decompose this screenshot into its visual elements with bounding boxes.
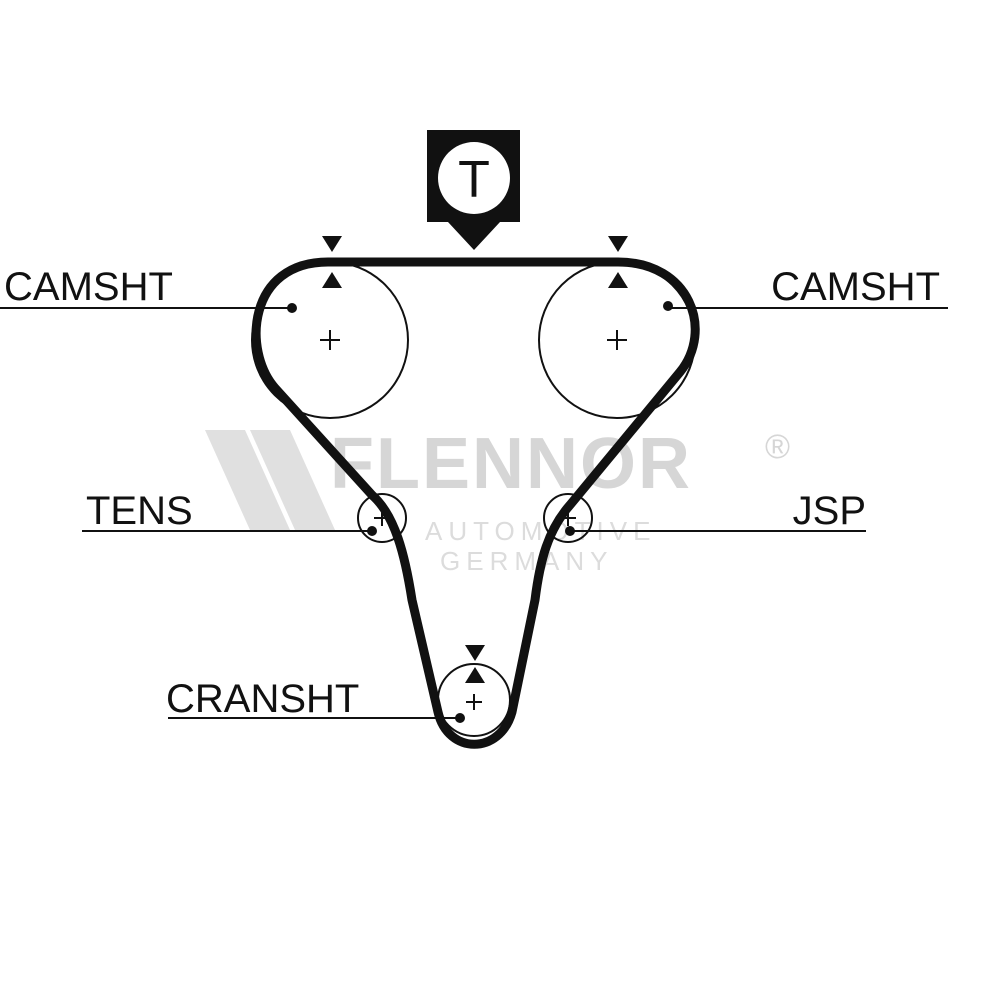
timing-dot-crankshaft bbox=[455, 713, 465, 723]
jsp-pulley bbox=[543, 493, 593, 543]
alignment-mark-cam-left bbox=[322, 236, 342, 288]
tension-marker: T bbox=[427, 130, 520, 250]
label-camshaft-right: CAMSHT bbox=[771, 265, 940, 309]
alignment-mark-crankshaft bbox=[465, 645, 485, 683]
label-crankshaft: CRANSHT bbox=[166, 677, 359, 721]
timing-belt bbox=[251, 257, 700, 749]
center-mark-crankshaft bbox=[466, 694, 482, 710]
label-camshaft-left: CAMSHT bbox=[4, 265, 173, 309]
center-mark-cam-left bbox=[320, 330, 340, 350]
alignment-mark-cam-right bbox=[608, 236, 628, 288]
center-mark-jsp bbox=[560, 510, 576, 526]
watermark-logo-mark bbox=[205, 430, 290, 530]
watermark: FLENNOR ® AUTOMOTIVE GERMANY bbox=[205, 424, 790, 576]
center-mark-cam-right bbox=[607, 330, 627, 350]
center-mark-tensioner bbox=[374, 510, 390, 526]
label-jsp: JSP bbox=[793, 489, 866, 533]
label-tensioner: TENS bbox=[86, 489, 193, 533]
timing-dot-cam-right bbox=[663, 301, 673, 311]
timing-dot-cam-left bbox=[287, 303, 297, 313]
timing-dot-tensioner bbox=[367, 526, 377, 536]
tension-marker-letter: T bbox=[458, 151, 490, 209]
watermark-brand: FLENNOR bbox=[330, 424, 692, 504]
tensioner-pulley bbox=[357, 493, 407, 543]
watermark-registered: ® bbox=[765, 428, 790, 466]
watermark-logo-mark-2 bbox=[250, 430, 335, 530]
timing-dot-jsp bbox=[565, 526, 575, 536]
watermark-line2: GERMANY bbox=[440, 546, 613, 576]
